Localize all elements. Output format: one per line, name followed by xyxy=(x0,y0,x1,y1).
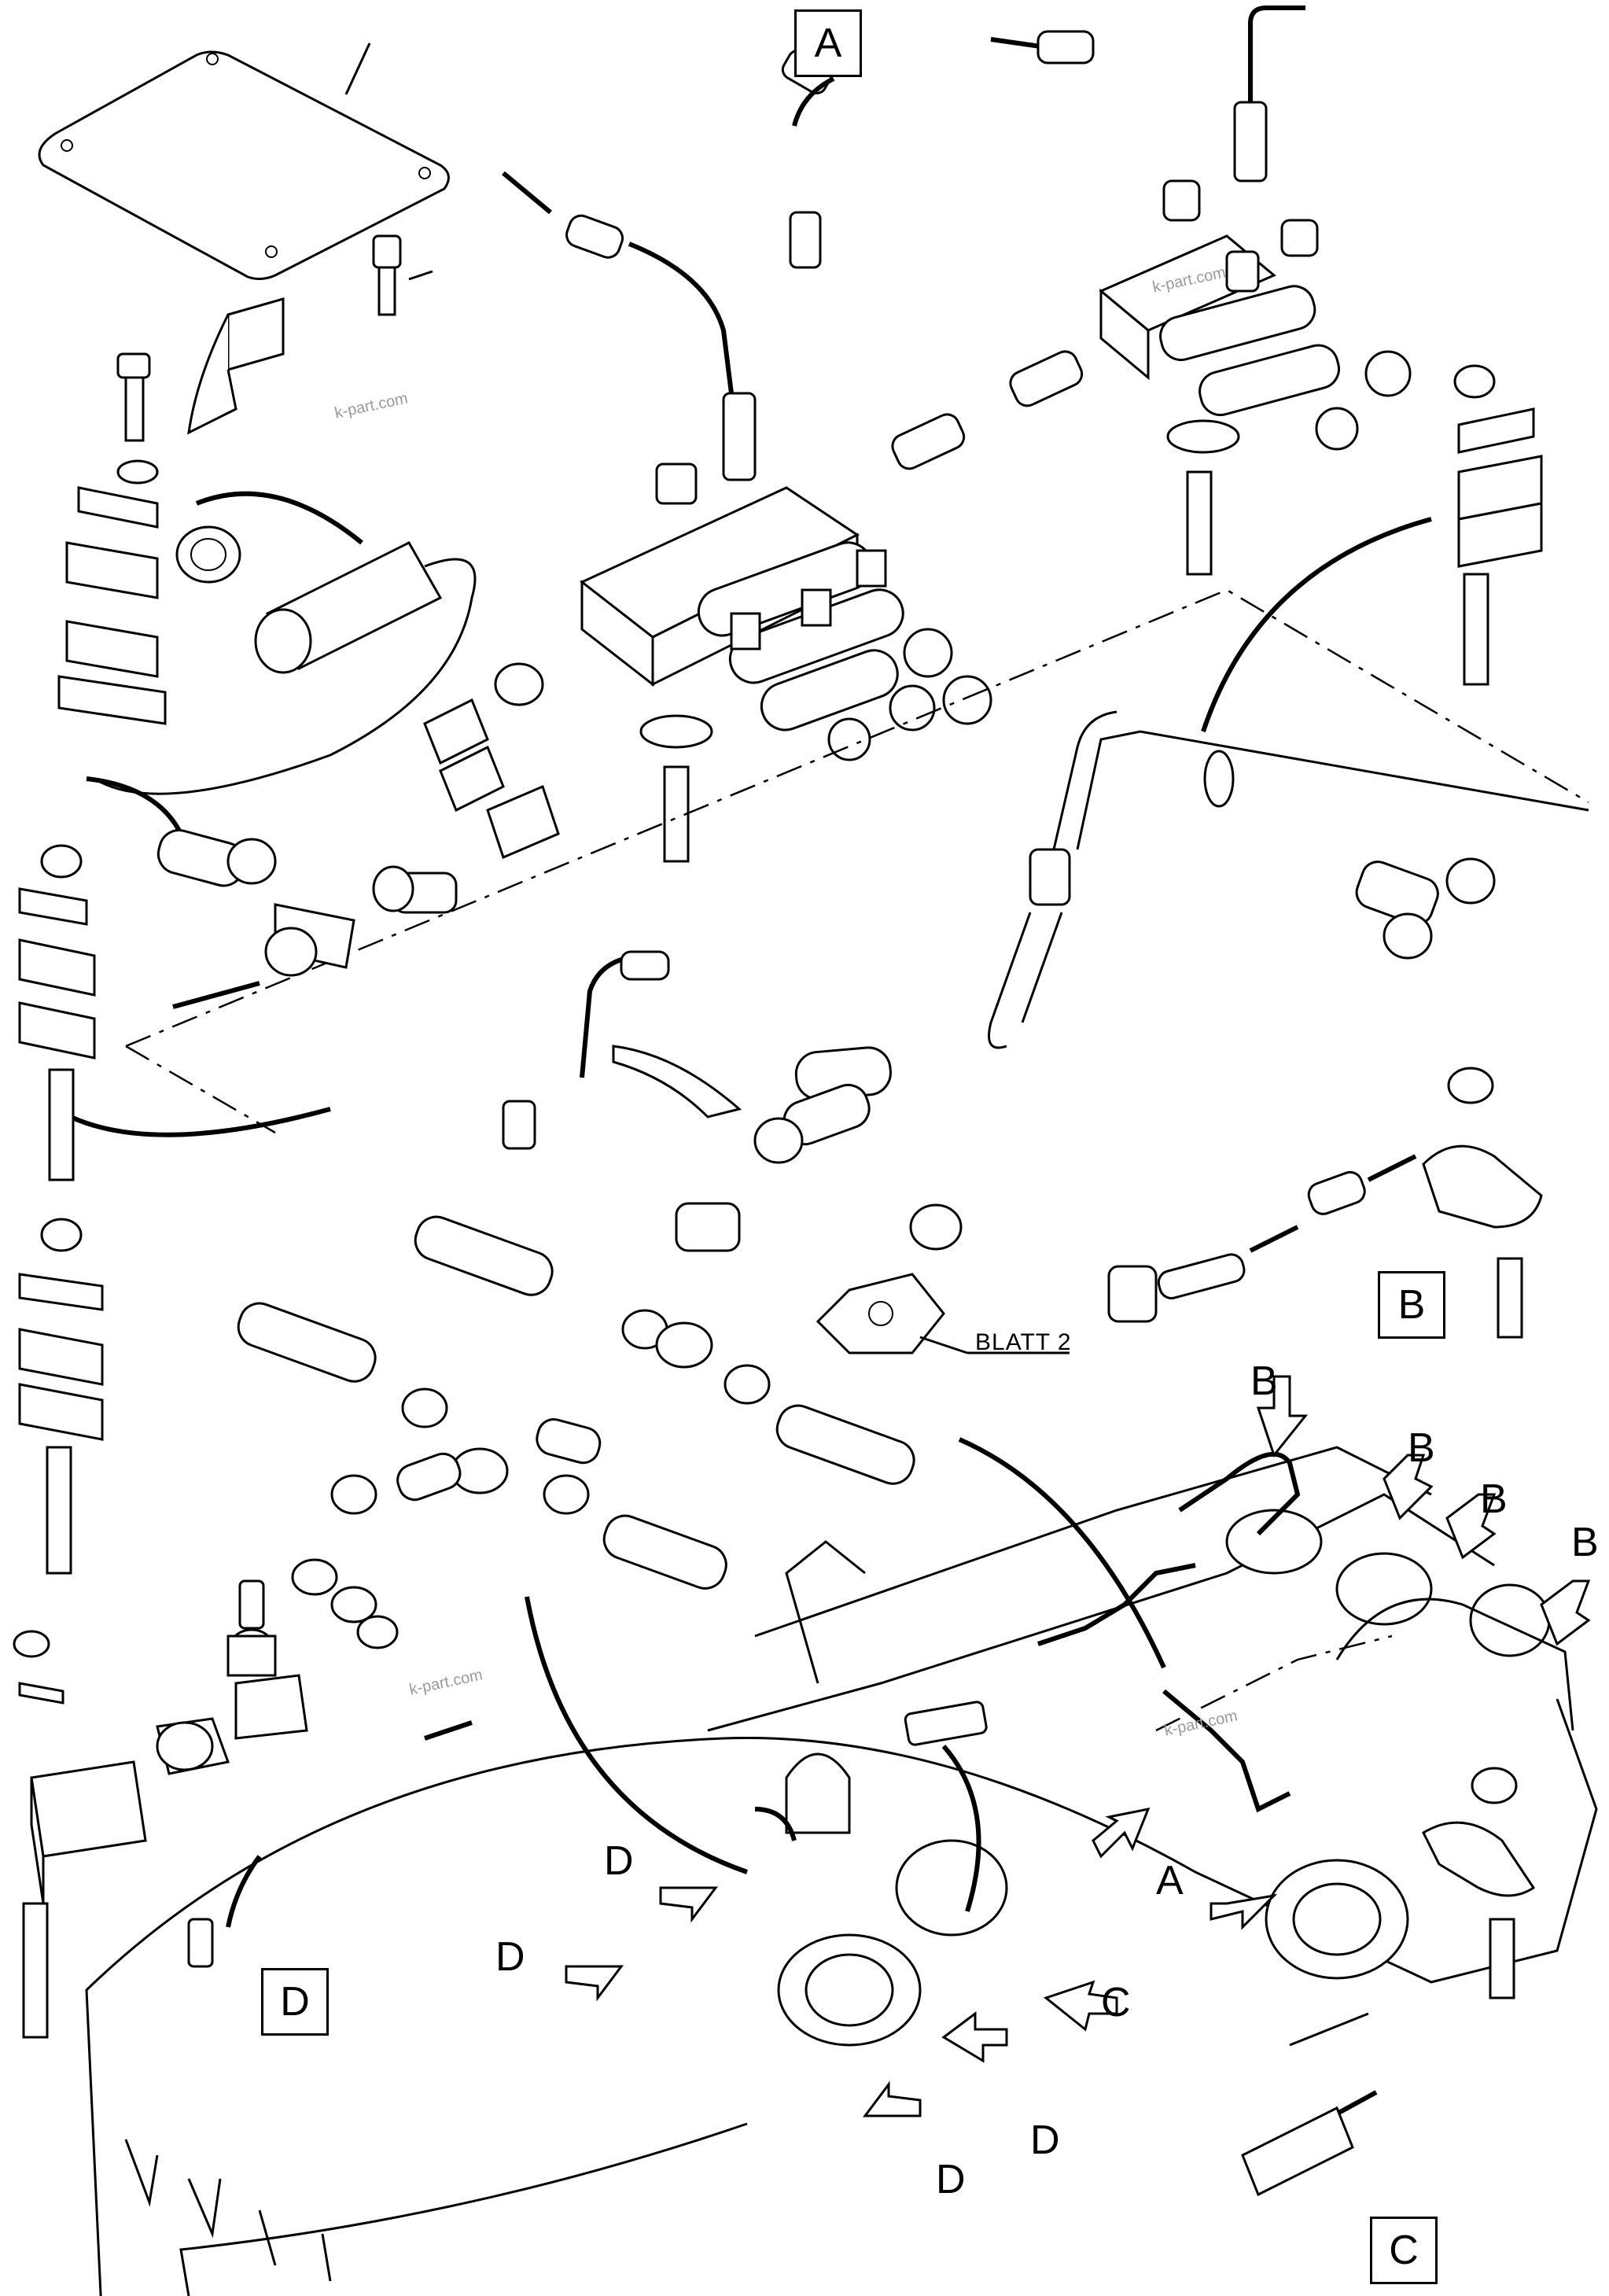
fittings-view-d xyxy=(156,1452,473,1968)
clamp-stack-middle-left xyxy=(18,844,96,1181)
callout-d-4: D xyxy=(936,2157,966,2202)
callout-arrows xyxy=(565,1375,1591,2117)
fittings-center-lower xyxy=(502,950,1070,1354)
callout-d-1: D xyxy=(604,1838,634,1884)
clamp-stack-lower-left xyxy=(18,1218,104,1575)
view-label-d: D xyxy=(261,1968,329,2036)
callout-b-3: B xyxy=(1480,1476,1508,1522)
distributor-block-upper-right xyxy=(891,6,1412,576)
distribution-fittings-lower-left xyxy=(237,1215,915,1590)
bolt xyxy=(372,234,433,316)
callout-a-1: A xyxy=(1156,1858,1184,1904)
distributor-block-main xyxy=(580,392,992,863)
view-label-b: B xyxy=(1378,1271,1445,1339)
hose-assembly-upper-left xyxy=(94,491,477,795)
junction-box xyxy=(13,1630,147,2039)
callout-b-1: B xyxy=(1250,1358,1278,1404)
callout-b-2: B xyxy=(1408,1425,1435,1471)
clamp-stack-upper-right xyxy=(1453,364,1543,686)
cover-plate xyxy=(38,42,450,435)
line-fittings-top-center xyxy=(502,30,1095,394)
hose-tee-left xyxy=(86,662,560,1009)
callout-c-1: C xyxy=(1101,1980,1131,2025)
clamp-stack-upper-left xyxy=(57,352,241,725)
clamp-view-c xyxy=(1241,1767,1536,2197)
view-label-c: C xyxy=(1370,2217,1438,2284)
callout-d-2: D xyxy=(495,1934,525,1980)
view-label-a: A xyxy=(794,9,862,77)
callout-b-4: B xyxy=(1571,1520,1599,1565)
pipe-tee-right xyxy=(988,710,1589,1049)
clamp-view-b xyxy=(1107,1067,1543,1339)
reference-text: BLATT 2 xyxy=(975,1329,1072,1355)
boom-assembly xyxy=(85,1446,1598,2296)
callout-d-3: D xyxy=(1030,2117,1060,2163)
separator-lines xyxy=(69,517,1589,1874)
